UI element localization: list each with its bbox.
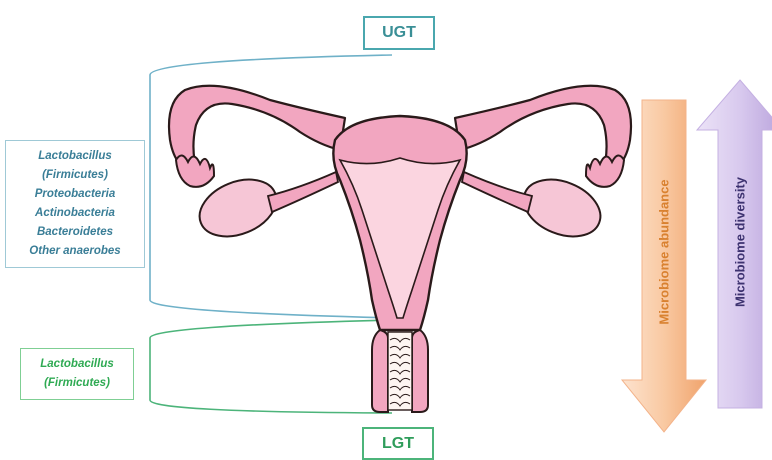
vaginal-wall-left <box>372 330 388 412</box>
microbe-item: Proteobacteria <box>35 185 116 204</box>
ugt-label: UGT <box>363 16 435 50</box>
left-ovarian-ligament <box>268 172 338 212</box>
upper-tract-microbiota-list: Lactobacillus (Firmicutes) Proteobacteri… <box>5 140 145 268</box>
abundance-arrow-label: Microbiome abundance <box>657 179 672 324</box>
lower-bracket <box>150 320 395 413</box>
microbe-item: Actinobacteria <box>35 204 115 223</box>
lgt-label: LGT <box>362 427 434 460</box>
microbe-item: Lactobacillus <box>40 355 114 374</box>
microbe-item: Other anaerobes <box>29 242 120 261</box>
lower-tract-microbiota-list: Lactobacillus (Firmicutes) <box>20 348 134 400</box>
uterine-cavity <box>340 158 460 318</box>
diversity-arrow-label: Microbiome diversity <box>733 177 748 307</box>
microbe-item: Lactobacillus <box>38 147 112 166</box>
right-ovarian-ligament <box>462 172 532 212</box>
microbe-item: Bacteroidetes <box>37 223 113 242</box>
microbe-item: (Firmicutes) <box>42 166 108 185</box>
microbe-item: (Firmicutes) <box>44 374 110 393</box>
left-fimbriae <box>176 155 214 186</box>
right-fimbriae <box>586 155 624 186</box>
vaginal-wall-right <box>412 330 428 412</box>
